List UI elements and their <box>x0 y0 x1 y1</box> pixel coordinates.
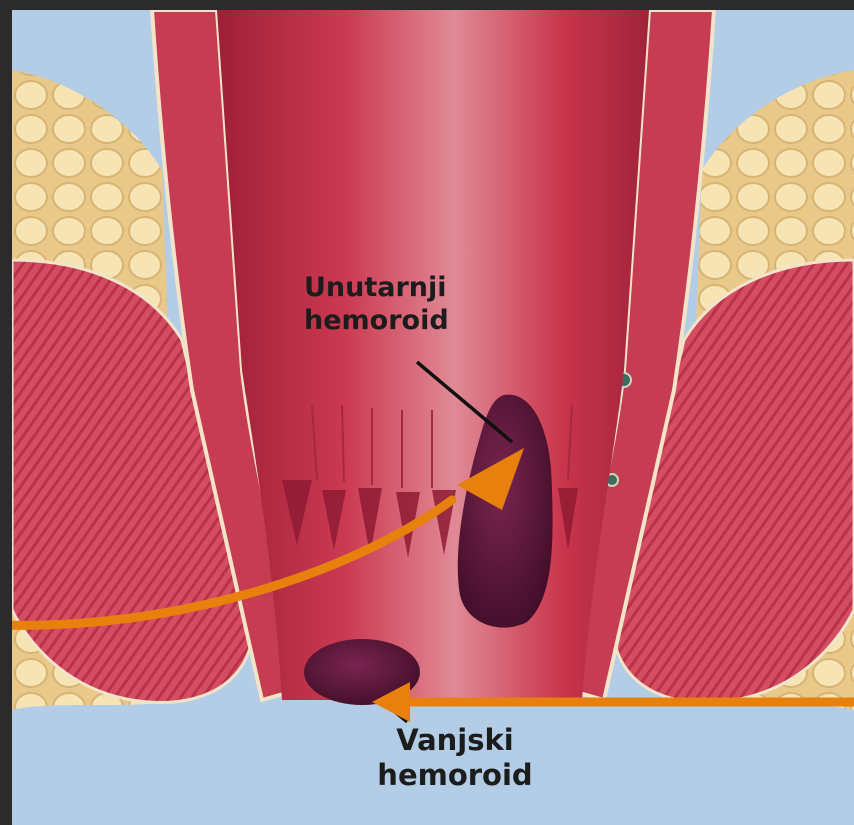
internal-label-line1: Unutarnji <box>304 272 449 305</box>
rectal-canal <box>217 10 649 700</box>
external-label-line2: hemoroid <box>366 758 544 793</box>
external-hemorrhoid-label: Vanjski hemoroid <box>366 723 544 794</box>
internal-hemorrhoid-label: Unutarnji hemoroid <box>304 272 449 338</box>
external-label-line1: Vanjski <box>366 723 544 758</box>
anatomy-illustration <box>12 10 854 825</box>
internal-label-line2: hemoroid <box>304 305 449 338</box>
